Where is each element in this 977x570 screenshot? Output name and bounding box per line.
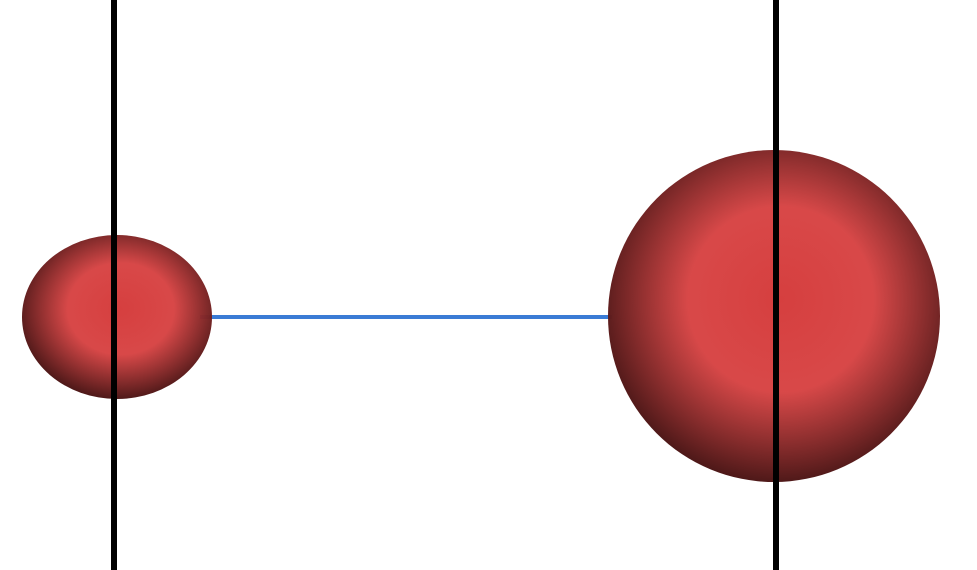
physics-scene	[22, 0, 940, 570]
